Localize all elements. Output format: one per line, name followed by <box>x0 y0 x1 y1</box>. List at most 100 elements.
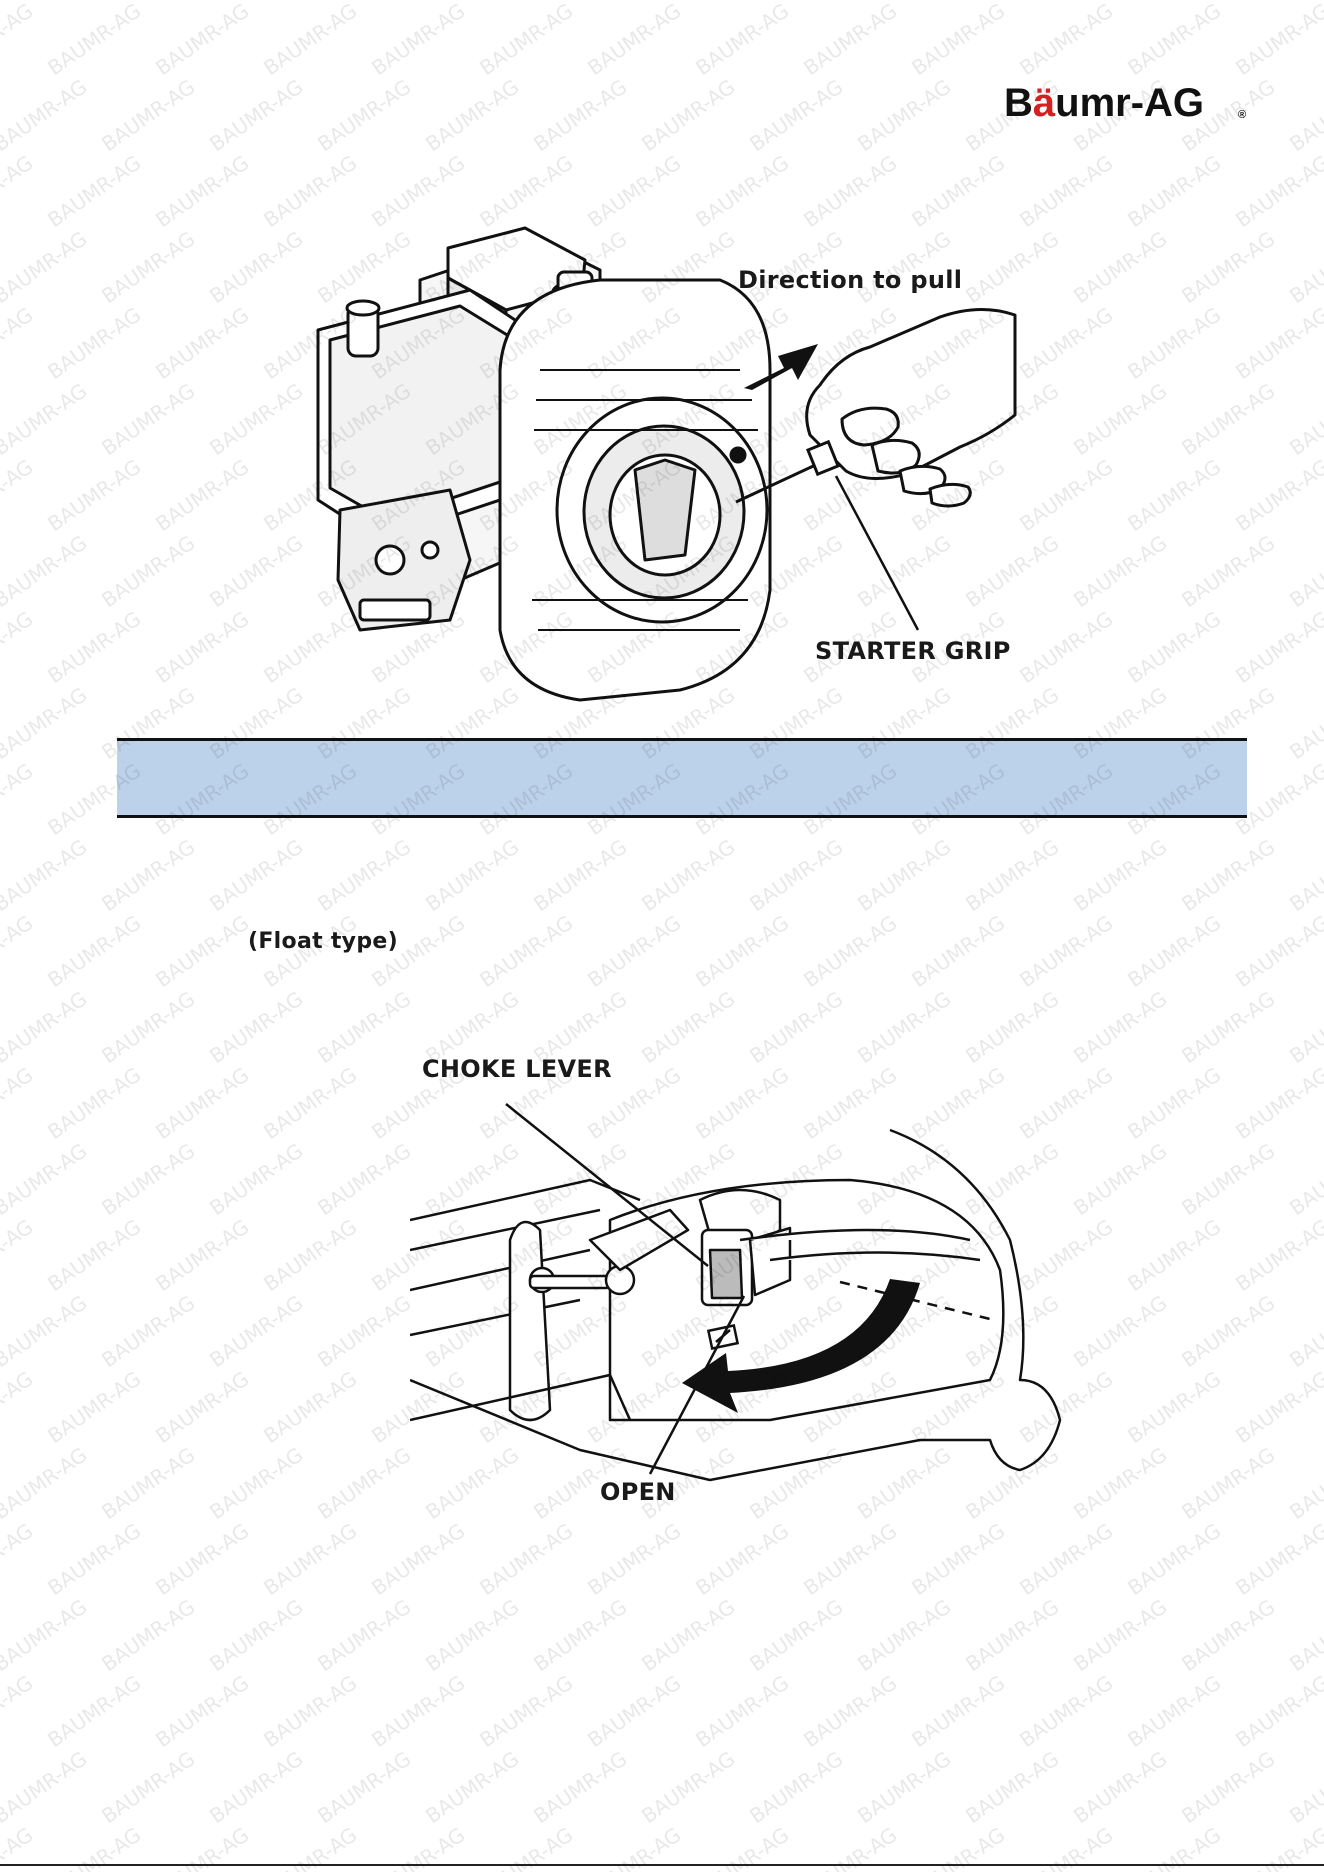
watermark-text: BAUMR-AG <box>151 1518 253 1600</box>
watermark-text: BAUMR-AG <box>1069 1442 1171 1524</box>
watermark-text: BAUMR-AG <box>1177 530 1279 612</box>
watermark-text: BAUMR-AG <box>1285 226 1324 308</box>
watermark-text: BAUMR-AG <box>529 834 631 916</box>
watermark-text: BAUMR-AG <box>961 834 1063 916</box>
watermark-text: BAUMR-AG <box>367 0 469 80</box>
watermark-text: BAUMR-AG <box>0 1518 37 1600</box>
watermark-text: BAUMR-AG <box>1177 986 1279 1068</box>
watermark-text: BAUMR-AG <box>205 226 307 308</box>
watermark-text: BAUMR-AG <box>421 74 523 156</box>
watermark-text: BAUMR-AG <box>151 1062 253 1144</box>
watermark-text: BAUMR-AG <box>1177 1290 1279 1372</box>
svg-text:®: ® <box>1238 109 1246 121</box>
watermark-text: BAUMR-AG <box>637 986 739 1068</box>
watermark-text: BAUMR-AG <box>1069 1290 1171 1372</box>
watermark-text: BAUMR-AG <box>313 0 415 4</box>
watermark-text: BAUMR-AG <box>745 74 847 156</box>
watermark-text: BAUMR-AG <box>1231 1366 1324 1448</box>
watermark-text: BAUMR-AG <box>1231 1518 1324 1600</box>
watermark-text: BAUMR-AG <box>1231 1062 1324 1144</box>
watermark-text: BAUMR-AG <box>1069 834 1171 916</box>
watermark-text: BAUMR-AG <box>0 1746 91 1828</box>
watermark-text: BAUMR-AG <box>205 0 307 4</box>
watermark-text: BAUMR-AG <box>367 1518 469 1600</box>
float-type-caption: (Float type) <box>248 929 398 954</box>
watermark-text: BAUMR-AG <box>1123 454 1225 536</box>
watermark-text: BAUMR-AG <box>1177 378 1279 460</box>
leader-line-open <box>648 1295 746 1475</box>
watermark-text: BAUMR-AG <box>1285 1442 1324 1524</box>
watermark-text: BAUMR-AG <box>151 1214 253 1296</box>
watermark-text: BAUMR-AG <box>1069 0 1171 4</box>
watermark-text: BAUMR-AG <box>1123 1670 1225 1752</box>
watermark-text: BAUMR-AG <box>1285 0 1324 4</box>
watermark-text: BAUMR-AG <box>961 530 1063 612</box>
watermark-text: BAUMR-AG <box>205 1290 307 1372</box>
watermark-text: BAUMR-AG <box>421 1594 523 1676</box>
watermark-text: BAUMR-AG <box>799 910 901 992</box>
watermark-text: BAUMR-AG <box>583 910 685 992</box>
leader-line-choke <box>505 1103 709 1267</box>
watermark-text: BAUMR-AG <box>583 0 685 80</box>
watermark-text: BAUMR-AG <box>637 74 739 156</box>
watermark-text: BAUMR-AG <box>43 1518 145 1600</box>
watermark-text: BAUMR-AG <box>1015 910 1117 992</box>
watermark-text: BAUMR-AG <box>313 986 415 1068</box>
watermark-text: BAUMR-AG <box>205 1594 307 1676</box>
watermark-text: BAUMR-AG <box>421 834 523 916</box>
watermark-text: BAUMR-AG <box>1123 1062 1225 1144</box>
watermark-text: BAUMR-AG <box>691 1518 793 1600</box>
footer-rule <box>0 1864 1324 1866</box>
watermark-text: BAUMR-AG <box>0 454 37 536</box>
watermark-text: BAUMR-AG <box>1285 530 1324 612</box>
watermark-text: BAUMR-AG <box>43 0 145 80</box>
watermark-text: BAUMR-AG <box>1069 1138 1171 1220</box>
watermark-text: BAUMR-AG <box>1231 302 1324 384</box>
watermark-text: BAUMR-AG <box>43 1670 145 1752</box>
watermark-text: BAUMR-AG <box>907 910 1009 992</box>
watermark-text: BAUMR-AG <box>1069 378 1171 460</box>
watermark-text: BAUMR-AG <box>583 1518 685 1600</box>
watermark-text: BAUMR-AG <box>853 986 955 1068</box>
watermark-text: BAUMR-AG <box>1231 1670 1324 1752</box>
watermark-text: BAUMR-AG <box>0 1442 91 1524</box>
watermark-text: BAUMR-AG <box>691 0 793 80</box>
watermark-text: BAUMR-AG <box>745 1746 847 1828</box>
watermark-text: BAUMR-AG <box>43 302 145 384</box>
watermark-text: BAUMR-AG <box>259 1518 361 1600</box>
watermark-text: BAUMR-AG <box>0 226 91 308</box>
watermark-text: BAUMR-AG <box>151 1670 253 1752</box>
watermark-text: BAUMR-AG <box>43 454 145 536</box>
watermark-text: BAUMR-AG <box>259 1062 361 1144</box>
watermark-text: BAUMR-AG <box>1231 910 1324 992</box>
watermark-text: BAUMR-AG <box>43 910 145 992</box>
watermark-text: BAUMR-AG <box>97 530 199 612</box>
watermark-text: BAUMR-AG <box>1069 986 1171 1068</box>
watermark-text: BAUMR-AG <box>907 150 1009 232</box>
watermark-text: BAUMR-AG <box>313 1746 415 1828</box>
watermark-text: BAUMR-AG <box>0 1138 91 1220</box>
watermark-text: BAUMR-AG <box>961 0 1063 4</box>
watermark-text: BAUMR-AG <box>0 986 91 1068</box>
watermark-text: BAUMR-AG <box>421 0 523 4</box>
watermark-text: BAUMR-AG <box>745 0 847 4</box>
watermark-text: BAUMR-AG <box>313 1594 415 1676</box>
watermark-text: BAUMR-AG <box>1231 0 1324 80</box>
watermark-text: BAUMR-AG <box>799 0 901 80</box>
watermark-text: BAUMR-AG <box>529 0 631 4</box>
watermark-text: BAUMR-AG <box>1177 834 1279 916</box>
watermark-text: BAUMR-AG <box>1123 606 1225 688</box>
watermark-text: BAUMR-AG <box>0 682 91 764</box>
watermark-text: BAUMR-AG <box>475 1518 577 1600</box>
watermark-text: BAUMR-AG <box>799 150 901 232</box>
watermark-text: BAUMR-AG <box>961 1746 1063 1828</box>
watermark-text: BAUMR-AG <box>205 378 307 460</box>
watermark-text: BAUMR-AG <box>43 1366 145 1448</box>
watermark-text: BAUMR-AG <box>1015 606 1117 688</box>
watermark-text: BAUMR-AG <box>1123 1518 1225 1600</box>
watermark-text: BAUMR-AG <box>1177 226 1279 308</box>
open-label: OPEN <box>600 1478 676 1506</box>
choke-lever-label: CHOKE LEVER <box>422 1055 612 1083</box>
watermark-text: BAUMR-AG <box>1015 0 1117 80</box>
watermark-text: BAUMR-AG <box>0 378 91 460</box>
